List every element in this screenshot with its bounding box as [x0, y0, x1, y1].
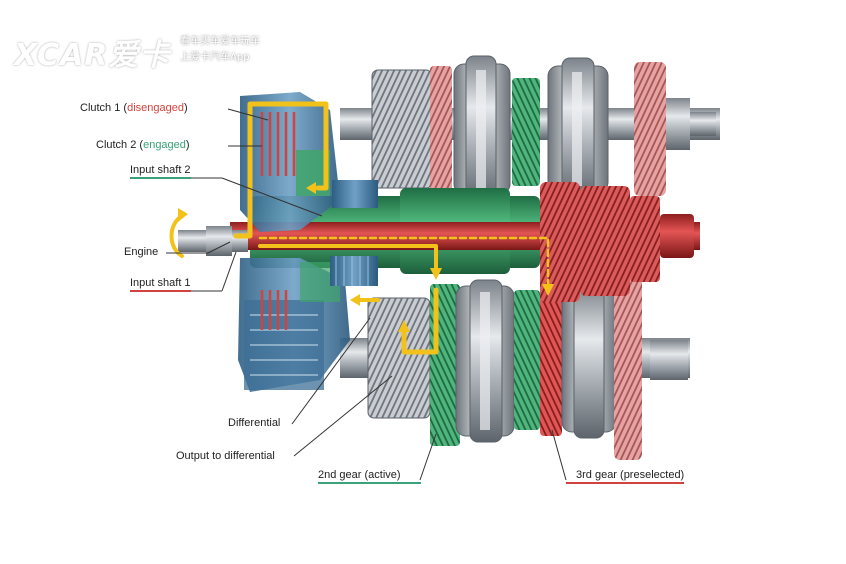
- power-flow-path: [169, 101, 554, 355]
- watermark-line-2: 上爱卡汽车App: [180, 52, 250, 63]
- label-output-to-differential: Output to differential: [176, 450, 275, 462]
- label-engine: Engine: [124, 246, 159, 258]
- watermark-line-1: 看车买车爱车玩车: [180, 36, 260, 47]
- label-2nd-gear: 2nd gear (active): [318, 469, 421, 484]
- label-input-shaft-1: Input shaft 1: [130, 277, 191, 292]
- clutch-1-state: disengaged: [127, 102, 184, 114]
- label-input-shaft-2: Input shaft 2: [130, 164, 191, 179]
- input-shafts: [178, 182, 700, 302]
- clutch-housing: [238, 92, 378, 392]
- lower-layshaft: [340, 270, 690, 460]
- watermark-brand: XCAR爱卡: [14, 38, 171, 73]
- label-differential: Differential: [228, 417, 281, 429]
- label-clutch-2: Clutch 2 (engaged): [96, 139, 190, 151]
- upper-layshaft: [340, 55, 720, 203]
- label-3rd-gear: 3rd gear (preselected): [566, 469, 685, 484]
- label-clutch-1: Clutch 1 (disengaged): [80, 102, 188, 114]
- clutch-2-state: engaged: [143, 139, 186, 151]
